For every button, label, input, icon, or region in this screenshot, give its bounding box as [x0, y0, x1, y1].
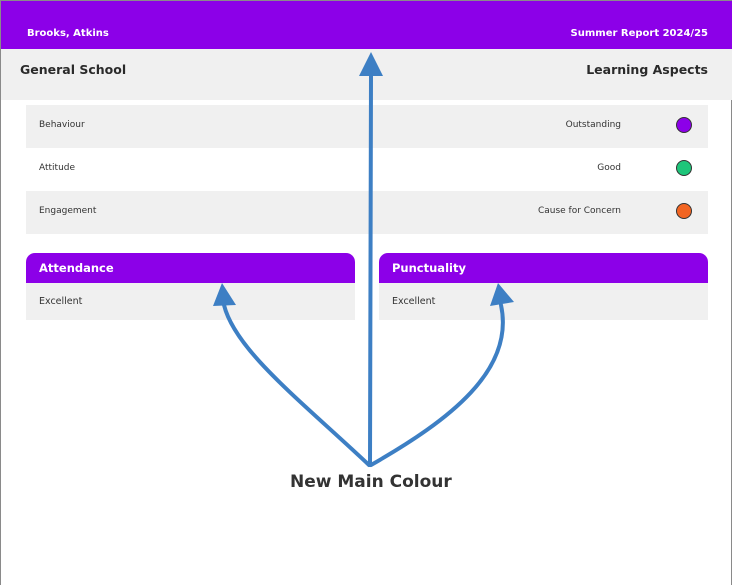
- annotation-label: New Main Colour: [290, 472, 452, 492]
- arrow-to-punctuality: [369, 303, 505, 467]
- section-title: Learning Aspects: [586, 62, 708, 77]
- punctuality-card: Punctuality Excellent: [379, 253, 708, 320]
- aspect-name: Engagement: [39, 206, 97, 216]
- card-value: Excellent: [26, 283, 355, 320]
- card-title: Punctuality: [379, 253, 708, 283]
- aspect-rating: Cause for Concern: [537, 206, 621, 216]
- aspect-row-behaviour: Behaviour Outstanding: [26, 105, 708, 148]
- student-name: Brooks, Atkins: [27, 28, 109, 39]
- arrow-to-header: [368, 72, 373, 467]
- aspect-name: Attitude: [39, 163, 76, 173]
- report-header: Brooks, Atkins Summer Report 2024/25: [1, 1, 732, 49]
- card-value: Excellent: [379, 283, 708, 320]
- aspect-row-engagement: Engagement Cause for Concern: [26, 191, 708, 234]
- report-title: Summer Report 2024/25: [570, 28, 708, 39]
- aspect-row-attitude: Attitude Good: [26, 148, 708, 191]
- arrow-to-attendance: [222, 303, 371, 467]
- arrow-head-attendance: [213, 283, 236, 306]
- attendance-card: Attendance Excellent: [26, 253, 355, 320]
- aspect-rating: Outstanding: [565, 120, 621, 130]
- aspect-name: Behaviour: [39, 120, 85, 130]
- aspect-rating: Good: [597, 163, 621, 173]
- arrow-head-punctuality: [490, 283, 514, 306]
- card-title: Attendance: [26, 253, 355, 283]
- rating-indicator-green: [676, 160, 692, 176]
- school-name: General School: [20, 62, 127, 77]
- arrow-head-header: [359, 52, 383, 76]
- rating-indicator-purple: [676, 117, 692, 133]
- rating-indicator-orange: [676, 203, 692, 219]
